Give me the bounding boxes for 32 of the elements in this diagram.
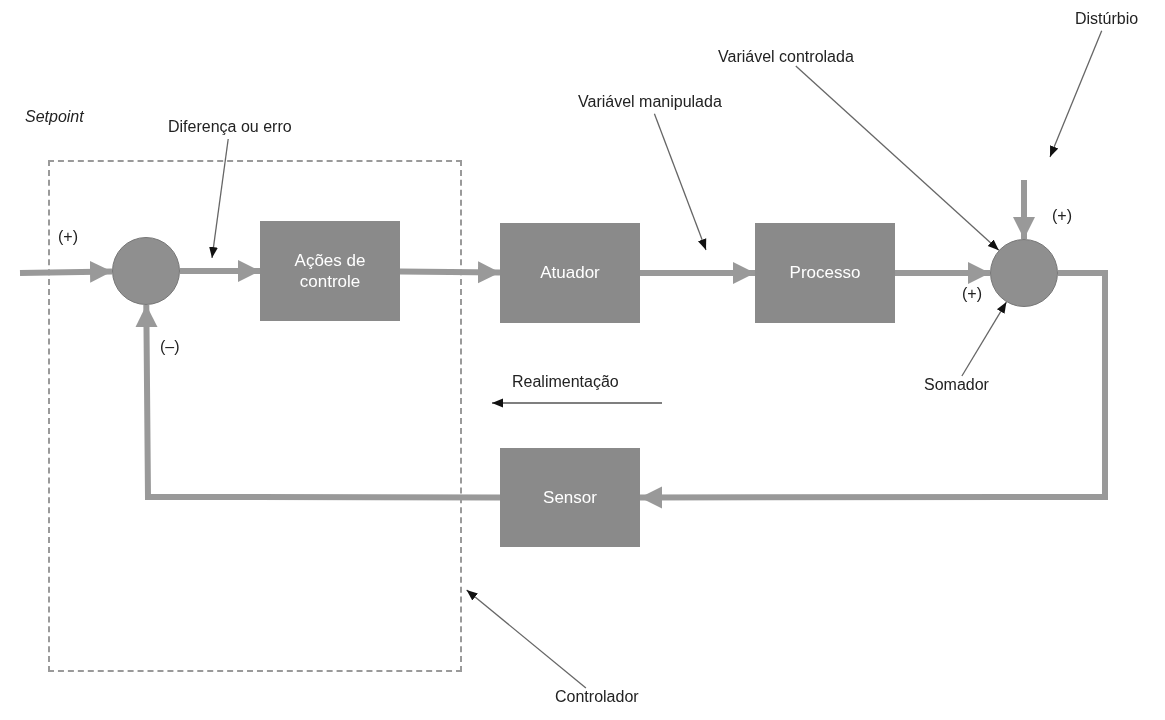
signal-arrow <box>180 260 260 282</box>
signal-arrow <box>19 260 113 283</box>
callout-text: Distúrbio <box>1075 10 1139 28</box>
direction-label: Realimentação <box>512 373 619 391</box>
sign-label: Setpoint <box>25 108 84 126</box>
summing-junction-circle <box>990 239 1058 307</box>
sign-label: (+) <box>1052 207 1072 225</box>
block-box: Sensor <box>500 448 640 547</box>
leader-line <box>653 113 707 251</box>
leader-line <box>209 138 229 259</box>
leader-line <box>961 301 1008 377</box>
block-box: Processo <box>755 223 895 323</box>
signal-arrow <box>399 261 501 284</box>
signal-arrow <box>640 270 1108 509</box>
signal-arrow <box>895 262 990 284</box>
block-box: Atuador <box>500 223 640 323</box>
leader-line <box>795 65 1000 251</box>
block-box: Ações de controle <box>260 221 400 321</box>
signal-arrow <box>1013 180 1035 239</box>
leader-line <box>465 589 587 689</box>
callout-text: Diferença ou erro <box>168 118 292 136</box>
callout-text: Somador <box>924 376 989 394</box>
callout-text: Variável controlada <box>718 48 854 66</box>
dashed-boundary-box <box>48 160 462 672</box>
signal-arrow <box>135 304 500 501</box>
sign-label: (–) <box>160 338 180 356</box>
leader-line <box>1049 30 1103 158</box>
sign-label: (+) <box>962 285 982 303</box>
callout-text: Controlador <box>555 688 639 706</box>
callout-text: Variável manipulada <box>578 93 722 111</box>
sign-label: (+) <box>58 228 78 246</box>
signal-arrow <box>640 262 755 284</box>
